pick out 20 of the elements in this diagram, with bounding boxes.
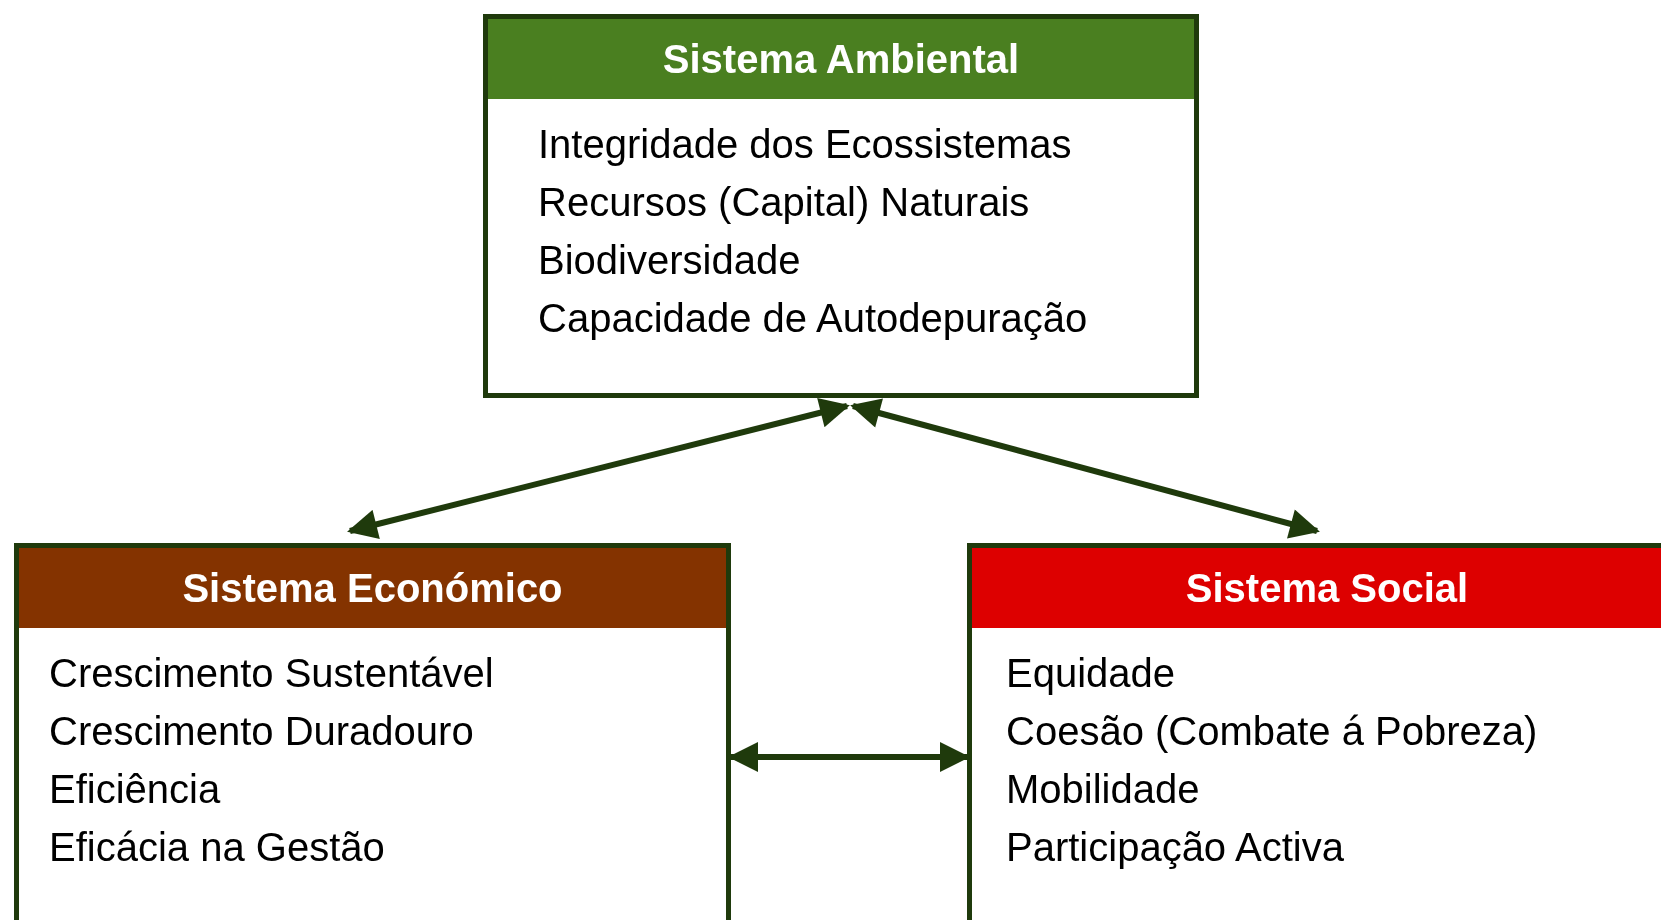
list-item: Eficácia na Gestão	[49, 824, 385, 871]
list-item: Crescimento Sustentável	[49, 650, 494, 697]
system-box	[14, 543, 731, 920]
system-box	[967, 543, 1661, 920]
list-item: Integridade dos Ecossistemas	[538, 121, 1072, 168]
list-item: Capacidade de Autodepuração	[538, 295, 1088, 342]
list-item: Participação Activa	[1006, 824, 1344, 871]
system-box	[483, 14, 1199, 398]
box-heading: Sistema Económico	[19, 548, 726, 628]
double-arrow	[850, 398, 1320, 539]
list-item: Crescimento Duradouro	[49, 708, 474, 755]
list-item: Biodiversidade	[538, 237, 801, 284]
double-arrow	[347, 398, 850, 539]
list-item: Eficiência	[49, 766, 221, 813]
box-heading: Sistema Social	[972, 548, 1661, 628]
box-heading: Sistema Ambiental	[488, 19, 1194, 99]
list-item: Equidade	[1006, 650, 1176, 697]
list-item: Recursos (Capital) Naturais	[538, 179, 1030, 226]
list-item: Coesão (Combate á Pobreza)	[1006, 708, 1538, 755]
list-item: Mobilidade	[1006, 766, 1200, 813]
